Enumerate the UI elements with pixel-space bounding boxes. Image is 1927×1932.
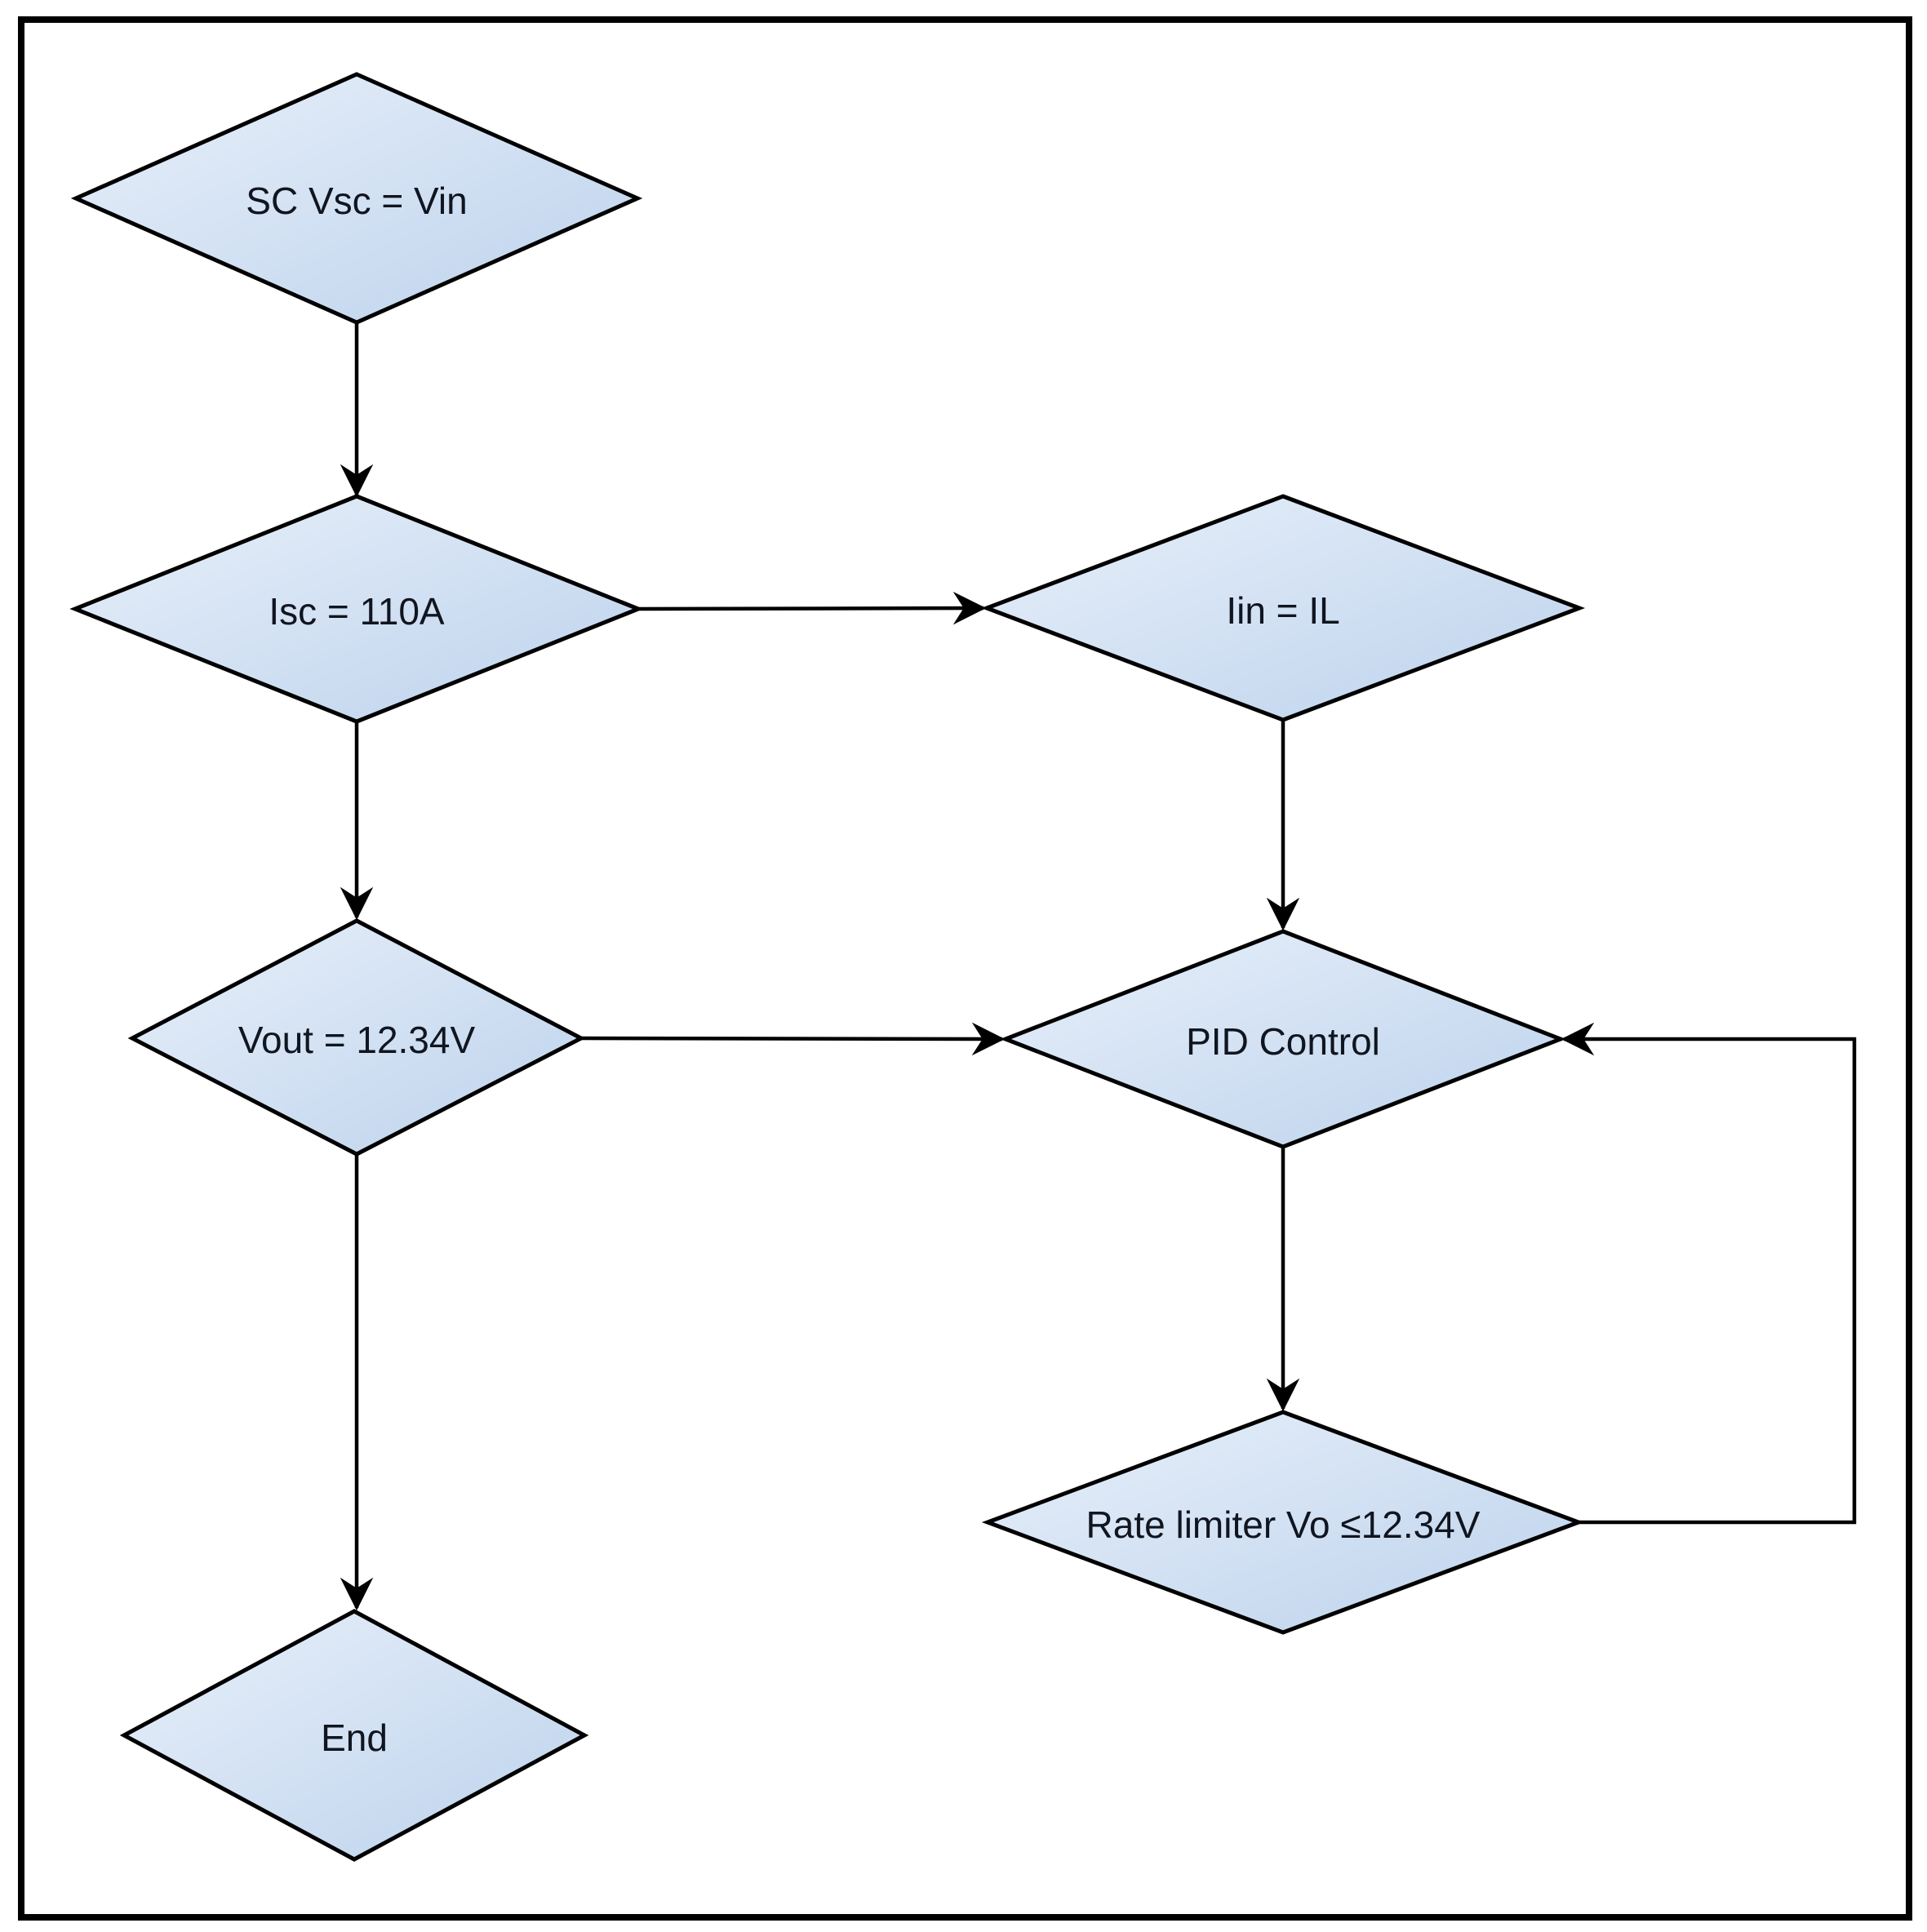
node-sc-vsc-vin-shape <box>70 72 643 325</box>
edge-rate-limiter-to-pid-loop-arrow <box>1561 1022 1857 1525</box>
node-iin-il-shape <box>980 494 1586 722</box>
node-layer: SC Vsc = Vin Isc = 110A Iin = IL Vout = … <box>69 72 1586 1862</box>
node-isc-110a-label: Isc = 110A <box>269 590 445 633</box>
node-pid-control-label: PID Control <box>1186 1020 1380 1063</box>
node-sc-vsc-vin: SC Vsc = Vin <box>70 72 643 325</box>
node-rate-limiter: Rate limiter Vo ≤12.34V <box>981 1410 1585 1635</box>
node-sc-vsc-vin-label: SC Vsc = Vin <box>246 180 467 222</box>
node-vout-12-34v: Vout = 12.34V <box>127 918 586 1157</box>
node-rate-limiter-shape <box>981 1410 1585 1635</box>
node-iin-il-label: Iin = IL <box>1226 589 1339 632</box>
node-pid-control: PID Control <box>1000 929 1566 1149</box>
node-vout-12-34v-shape <box>127 918 586 1157</box>
node-pid-control-shape <box>1000 929 1566 1149</box>
node-rate-limiter-label: Rate limiter Vo ≤12.34V <box>1086 1503 1481 1546</box>
edge-layer <box>340 322 1857 1611</box>
edge-isc-to-iin-arrow <box>637 591 987 625</box>
node-end-shape <box>119 1609 589 1862</box>
node-iin-il: Iin = IL <box>980 494 1586 722</box>
node-isc-110a: Isc = 110A <box>69 494 644 724</box>
diagram-border <box>18 16 1912 1921</box>
node-end-label: End <box>321 1717 388 1759</box>
node-vout-12-34v-label: Vout = 12.34V <box>238 1019 476 1061</box>
node-end: End <box>119 1609 589 1862</box>
edge-vout-to-pid-arrow <box>580 1022 1006 1056</box>
node-isc-110a-shape <box>69 494 644 724</box>
